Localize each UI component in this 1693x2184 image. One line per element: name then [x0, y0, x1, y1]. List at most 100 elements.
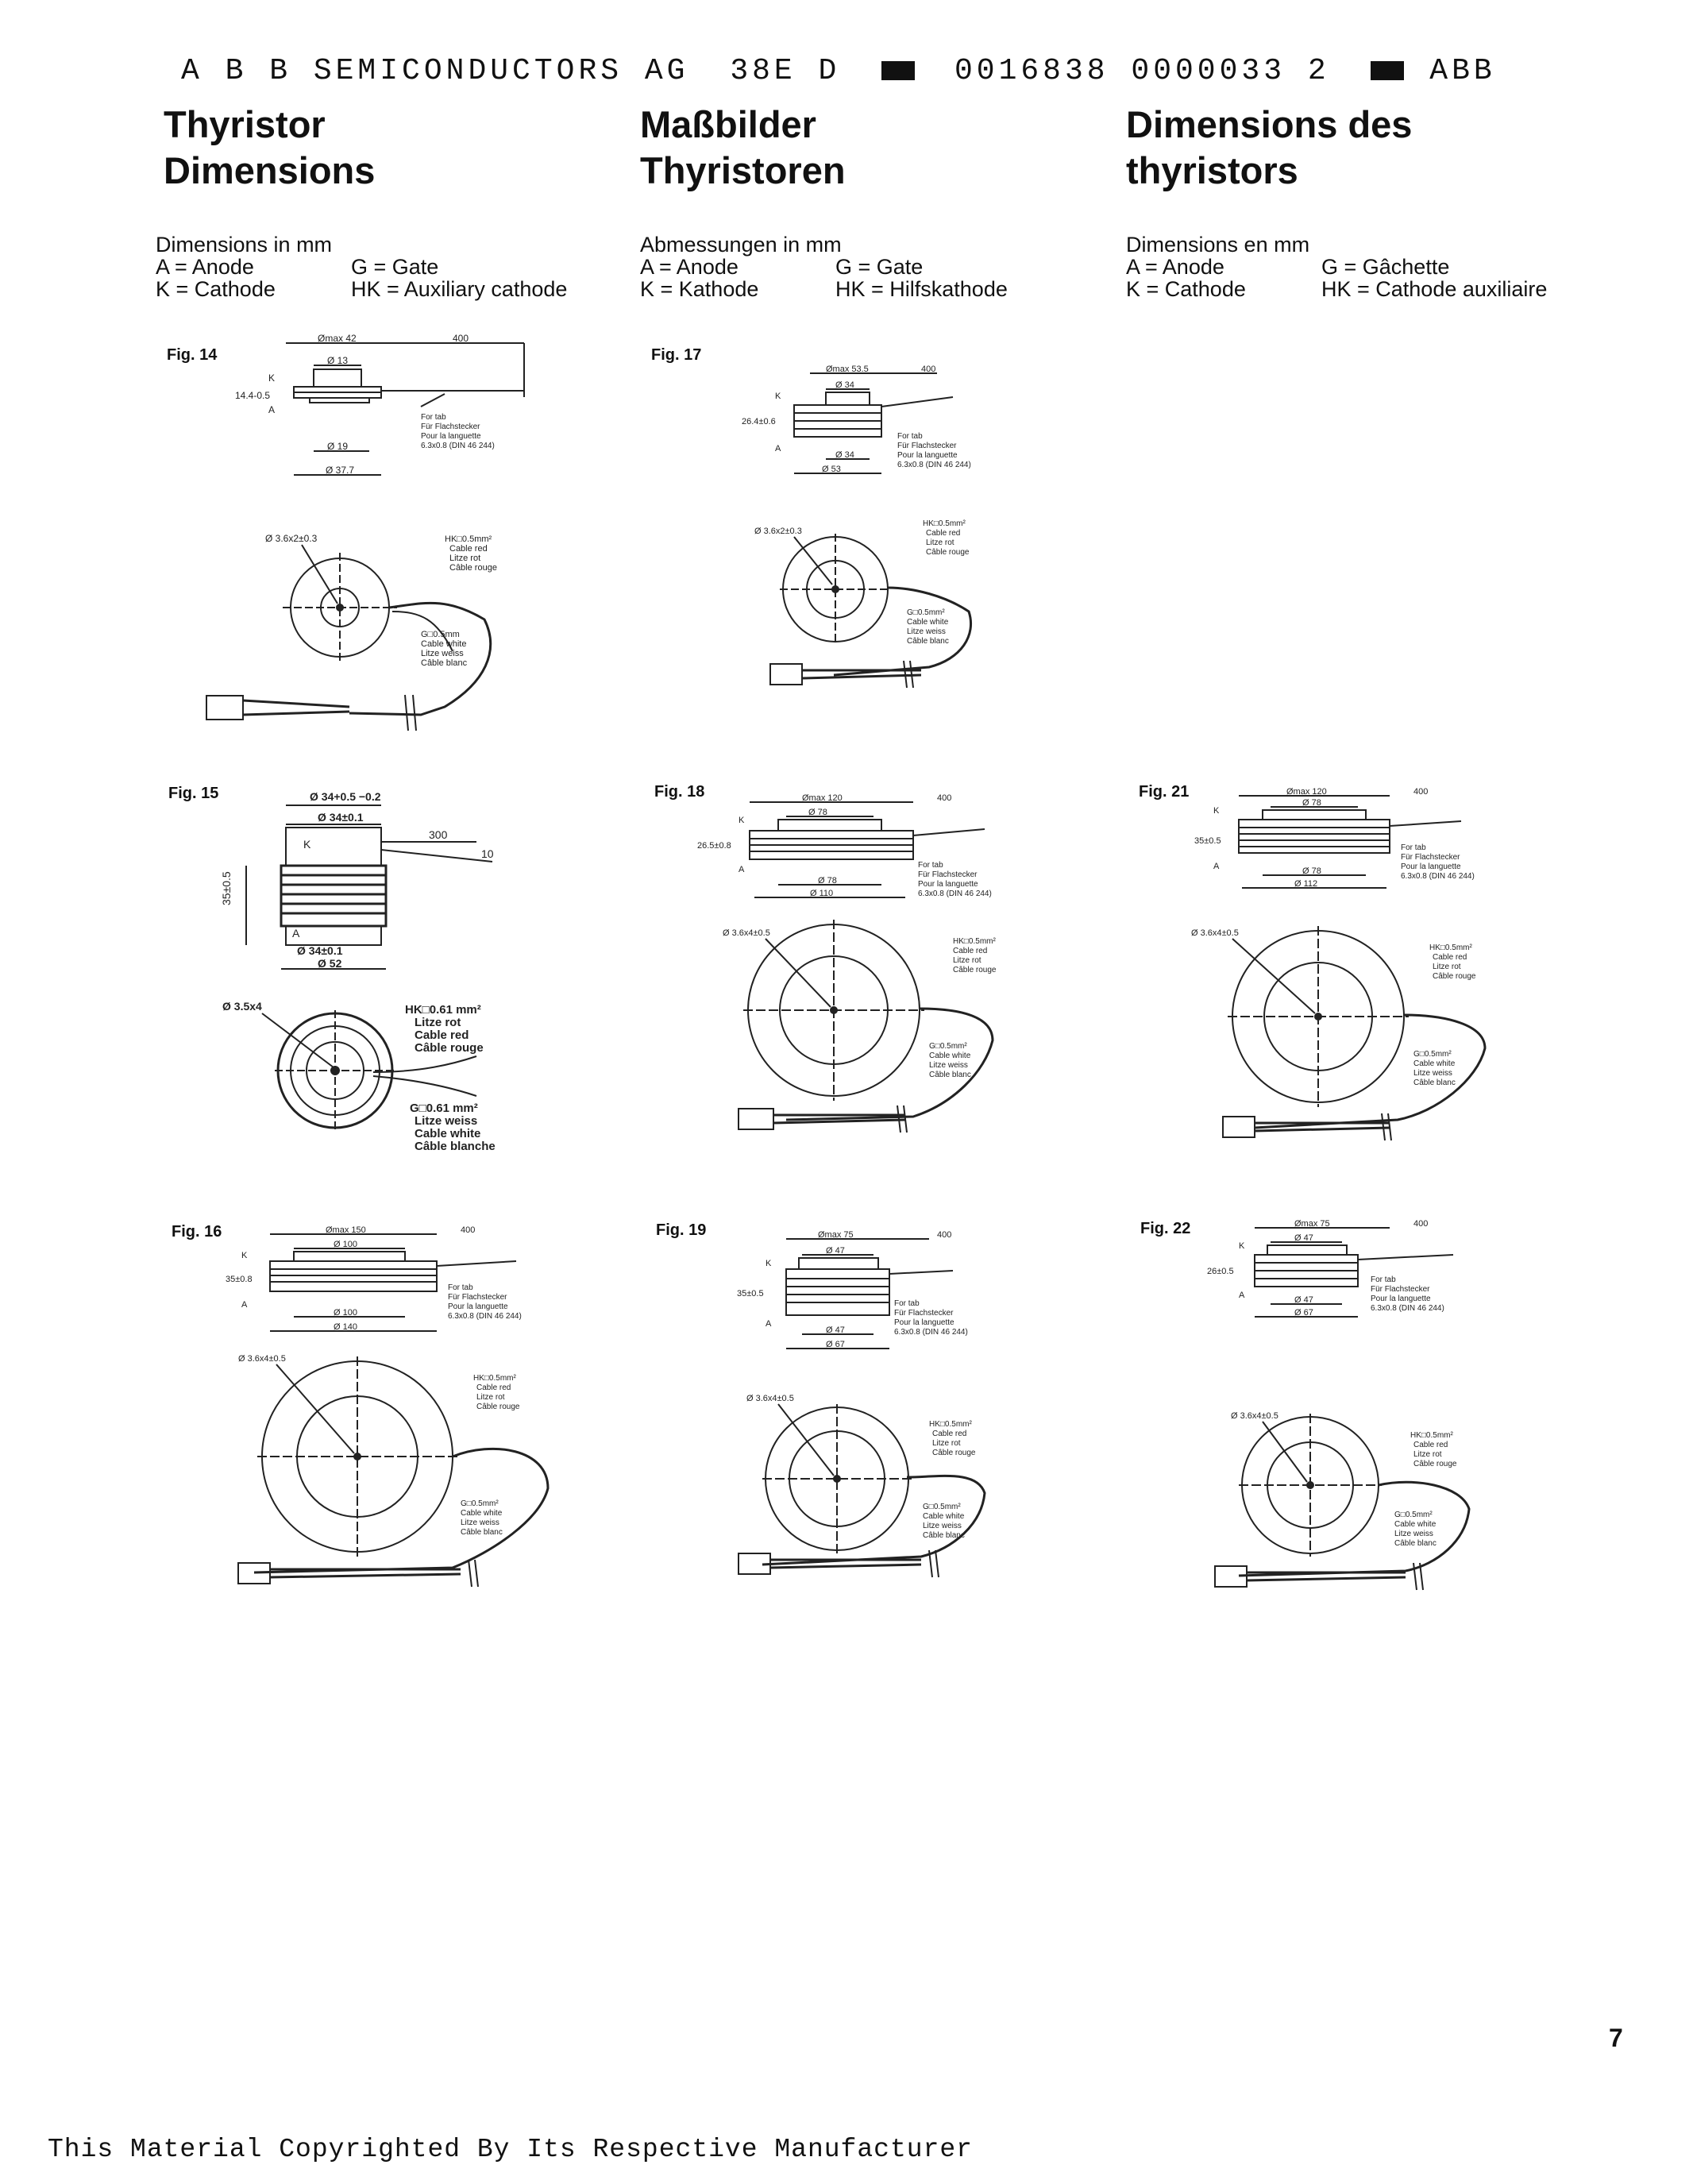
fig22-d-base: Ø 67 — [1294, 1308, 1313, 1318]
fig17-hk-3: Litze rot — [926, 538, 954, 547]
fig18-tab-2: Für Flachstecker — [918, 870, 978, 879]
fig14-tab-4: 6.3x0.8 (DIN 46 244) — [421, 442, 495, 450]
fig22-d-top: Ø 47 — [1294, 1233, 1313, 1243]
fig17-hk-4: Câble rouge — [926, 548, 970, 557]
fig16-d-base: Ø 140 — [334, 1322, 357, 1332]
fig19-height: 35±0.5 — [737, 1289, 764, 1298]
title-de-line1: Maßbilder — [640, 103, 816, 145]
legend-de-k: K = Kathode — [640, 277, 759, 301]
fig22-tab-3: Pour la languette — [1371, 1295, 1431, 1303]
fig21-height: 35±0.5 — [1194, 836, 1221, 846]
fig22-hk-1: HK□0.5mm² — [1410, 1431, 1453, 1440]
fig22-k: K — [1239, 1241, 1245, 1251]
fig22-height: 26±0.5 — [1207, 1267, 1234, 1276]
fig17-g-2: Cable white — [907, 618, 949, 627]
fig18-d-base: Ø 110 — [810, 889, 833, 898]
fig21-g-4: Câble blanc — [1413, 1078, 1456, 1087]
column-english: Thyristor Dimensions — [164, 102, 608, 194]
fig18-hole: Ø 3.6x4±0.5 — [723, 928, 770, 938]
fig16-d-outer: Ømax 150 — [326, 1225, 366, 1235]
title-fr-line2: thyristors — [1126, 149, 1298, 191]
fig15-k: K — [303, 838, 311, 851]
fig21-hole: Ø 3.6x4±0.5 — [1191, 928, 1239, 938]
fig15-hk-1: HK□0.61 mm² — [405, 1003, 481, 1017]
header-brand: ABB — [1429, 54, 1496, 88]
legend-fr-g: G = Gâchette — [1321, 255, 1450, 279]
fig14-g-2: Cable white — [421, 639, 466, 649]
fig21-d-base: Ø 112 — [1294, 879, 1317, 889]
fig21-hk-4: Câble rouge — [1433, 972, 1476, 981]
fig19-hole: Ø 3.6x4±0.5 — [746, 1394, 794, 1403]
fig14-d-top: Ø 13 — [327, 355, 348, 366]
fig16-hk-4: Câble rouge — [476, 1403, 520, 1411]
fig16-hk-3: Litze rot — [476, 1393, 505, 1402]
fig18-d-bottom: Ø 78 — [818, 876, 837, 886]
fig22-g-2: Cable white — [1394, 1520, 1437, 1529]
fig19-a: A — [766, 1319, 772, 1329]
fig14-a: A — [268, 404, 275, 415]
fig15-d-bottom: Ø 34±0.1 — [297, 944, 343, 957]
title-fr-line1: Dimensions des — [1126, 103, 1413, 145]
fig21-d-top: Ø 78 — [1302, 798, 1321, 808]
fig18-tab-1: For tab — [918, 861, 943, 870]
fig15-label: Fig. 15 — [168, 785, 219, 802]
fig17-g-1: G□0.5mm² — [907, 608, 945, 617]
fig22-hk-4: Câble rouge — [1413, 1460, 1457, 1468]
fig17-k: K — [775, 392, 781, 401]
fig21-g-2: Cable white — [1413, 1059, 1456, 1068]
legend-fr-a: A = Anode — [1126, 255, 1224, 279]
fig21-d-bottom: Ø 78 — [1302, 866, 1321, 876]
fig18-height: 26.5±0.8 — [697, 841, 731, 851]
fig16-a: A — [241, 1300, 248, 1310]
fig17-drawing: Ømax 53.5 400 Ø 34 K A 26.4±0.6 Ø 34 Ø 5… — [742, 365, 973, 689]
fig15-hole: Ø 3.5x4 — [222, 1000, 262, 1013]
header-block-mark — [881, 60, 916, 80]
fig22-tab-4: 6.3x0.8 (DIN 46 244) — [1371, 1304, 1444, 1313]
fig21-g-1: G□0.5mm² — [1413, 1050, 1452, 1059]
fig15-g-2: Litze weiss — [415, 1114, 477, 1128]
fig18-drawing: Ømax 120 400 Ø 78 K A 26.5±0.8 Ø 78 Ø 11… — [697, 793, 997, 1133]
fig14-hk-2: Cable red — [449, 544, 488, 554]
fig19-g-3: Litze weiss — [923, 1522, 962, 1530]
units-en: Dimensions in mm — [156, 233, 333, 257]
fig19-d-base: Ø 67 — [826, 1340, 845, 1349]
fig17-hk-1: HK□0.5mm² — [923, 519, 966, 528]
fig16-height: 35±0.8 — [226, 1275, 253, 1284]
fig22-g-1: G□0.5mm² — [1394, 1511, 1433, 1519]
fig16-k: K — [241, 1251, 248, 1260]
fig18-hk-4: Câble rouge — [953, 966, 997, 974]
fig14-g-4: Câble blanc — [421, 658, 468, 668]
fig17-height: 26.4±0.6 — [742, 417, 776, 426]
fig22-label: Fig. 22 — [1140, 1220, 1191, 1237]
fig21-hk-1: HK□0.5mm² — [1429, 943, 1472, 952]
fig17-hole: Ø 3.6x2±0.3 — [754, 527, 802, 536]
fig17-tab-2: Für Flachstecker — [897, 442, 957, 450]
legend-de-a: A = Anode — [640, 255, 739, 279]
document-header: A B B SEMICONDUCTORS AG 38E D 0016838 00… — [181, 54, 1496, 88]
fig18-g-1: G□0.5mm² — [929, 1042, 967, 1051]
fig16-g-3: Litze weiss — [461, 1518, 499, 1527]
fig16-label: Fig. 16 — [172, 1223, 222, 1241]
fig17-lead: 400 — [921, 365, 935, 374]
column-french: Dimensions des thyristors — [1126, 102, 1571, 194]
fig16-drawing: Ømax 150 400 Ø 100 K A 35±0.8 Ø 100 Ø 14… — [226, 1225, 550, 1588]
fig22-a: A — [1239, 1291, 1245, 1300]
fig21-tab-2: Für Flachstecker — [1401, 853, 1460, 862]
fig19-tab-3: Pour la languette — [894, 1318, 954, 1327]
fig14-d-outer: Ømax 42 — [318, 333, 357, 344]
fig17-g-3: Litze weiss — [907, 627, 946, 636]
fig14-height: 14.4-0.5 — [235, 390, 270, 401]
fig18-hk-3: Litze rot — [953, 956, 981, 965]
fig16-g-1: G□0.5mm² — [461, 1499, 499, 1508]
fig16-d-bottom: Ø 100 — [334, 1308, 357, 1318]
fig14-d-base: Ø 37.7 — [326, 465, 354, 476]
fig19-d-outer: Ømax 75 — [818, 1230, 854, 1240]
fig18-g-3: Litze weiss — [929, 1061, 968, 1070]
fig17-d-outer: Ømax 53.5 — [826, 365, 869, 374]
fig19-tab-2: Für Flachstecker — [894, 1309, 954, 1318]
fig19-hk-3: Litze rot — [932, 1439, 961, 1448]
legend-fr-hk: HK = Cathode auxiliaire — [1321, 277, 1548, 301]
fig18-g-4: Câble blanc — [929, 1071, 971, 1079]
